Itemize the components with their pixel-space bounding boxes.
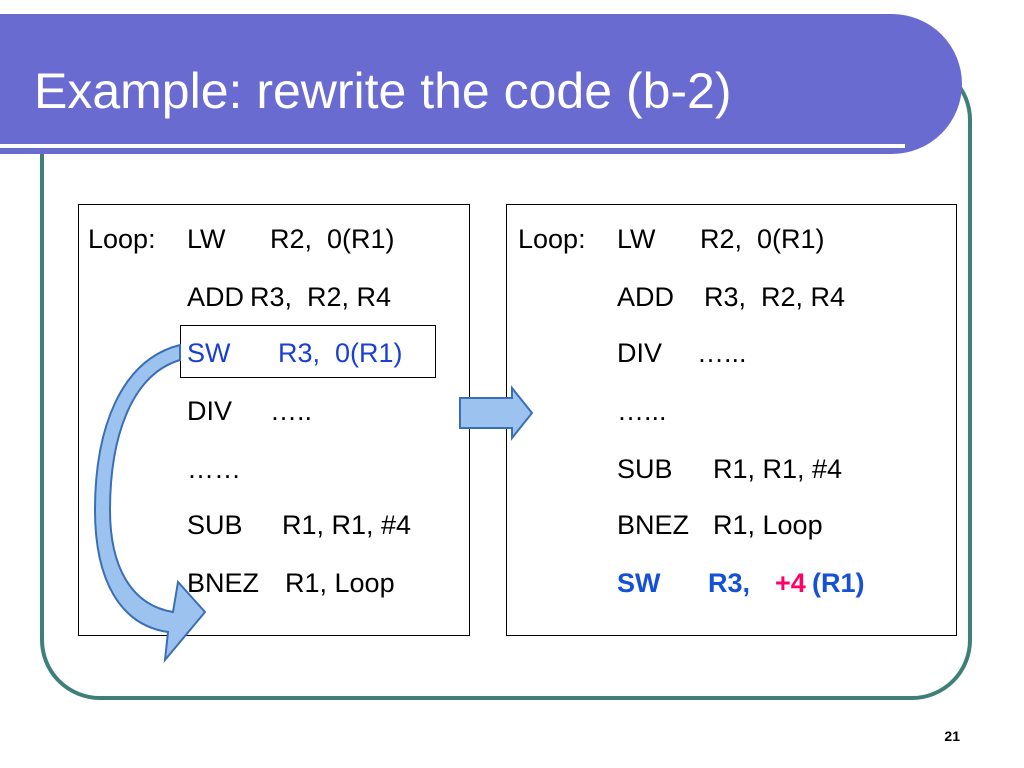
left-line-4-args: ….. [270,396,313,426]
right-line-7-args: R3, [708,568,751,598]
right-line-2-op: ADD [617,282,675,312]
title-bar: Example: rewrite the code (b-2) [0,14,962,154]
right-line-3-args: …... [697,338,747,368]
right-line-6-args: R1, Loop [713,510,823,540]
left-line-6-op: SUB [187,510,243,540]
right-line-2-args: R3, R2, R4 [704,282,846,312]
left-line-6-args: R1, R1, #4 [282,510,412,540]
left-line-4-op: DIV [187,396,233,426]
right-line-4-op: …... [617,396,667,426]
left-line-1-op: LW [187,224,226,254]
right-line-5-op: SUB [617,454,673,484]
rewritten-code-box [506,204,957,636]
right-line-3-op: DIV [617,338,663,368]
page-number: 21 [944,728,960,744]
right-line-6-op: BNEZ [617,510,690,540]
right-line-7-offset: +4 [775,568,806,598]
right-line-5-args: R1, R1, #4 [713,454,843,484]
move-down-curved-arrow [93,343,207,664]
title-underline [0,144,905,148]
transform-right-arrow [459,385,534,441]
right-line-1-op: LW [617,224,656,254]
left-line-7-args: R1, Loop [285,568,395,598]
right-line-7-base: (R1) [812,568,865,598]
left-line-2-op: ADD [187,282,245,312]
right-line-7-op: SW [617,568,661,598]
left-line-3-op: SW [187,338,231,368]
right-line-1-args: R2, 0(R1) [700,224,825,254]
left-line-3-args: R3, 0(R1) [278,338,403,368]
left-line-5-op: …… [187,454,241,484]
original-code-box [78,204,470,636]
left-loop-label: Loop: [88,224,156,254]
left-line-1-args: R2, 0(R1) [270,224,395,254]
left-line-2-args: R3, R2, R4 [250,282,392,312]
right-loop-label: Loop: [518,224,586,254]
slide-title: Example: rewrite the code (b-2) [34,63,732,119]
left-line-7-op: BNEZ [187,568,260,598]
